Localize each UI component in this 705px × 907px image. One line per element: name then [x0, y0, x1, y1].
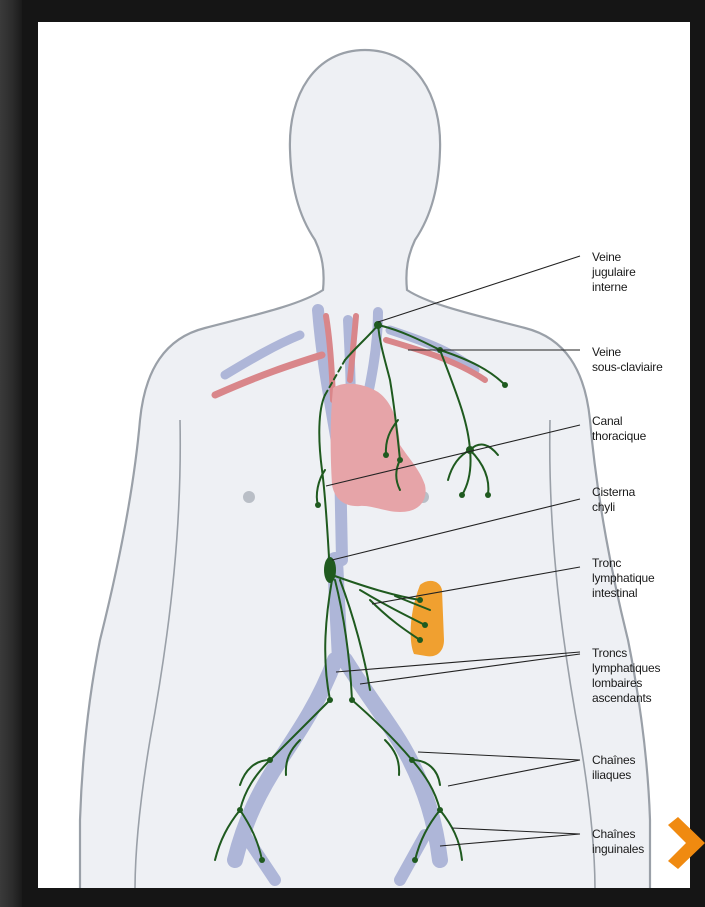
label-canal-thoracique: Canal thoracique: [592, 414, 646, 444]
left-nipple: [243, 491, 255, 503]
label-chaines-iliaques: Chaînes iliaques: [592, 753, 635, 783]
label-troncs-lymphatiques-lombaires: Troncs lymphatiques lombaires ascendants: [592, 646, 660, 706]
label-cisterna-chyli: Cisterna chyli: [592, 485, 635, 515]
chevron-right-icon: [666, 815, 705, 871]
label-chaines-inguinales: Chaînes inguinales: [592, 827, 644, 857]
label-veine-sous-claviaire: Veine sous-claviaire: [592, 345, 663, 375]
label-veine-jugulaire-interne: Veine jugulaire interne: [592, 250, 636, 295]
next-slide-button[interactable]: [666, 815, 705, 871]
label-tronc-lymphatique-intestinal: Tronc lymphatique intestinal: [592, 556, 655, 601]
